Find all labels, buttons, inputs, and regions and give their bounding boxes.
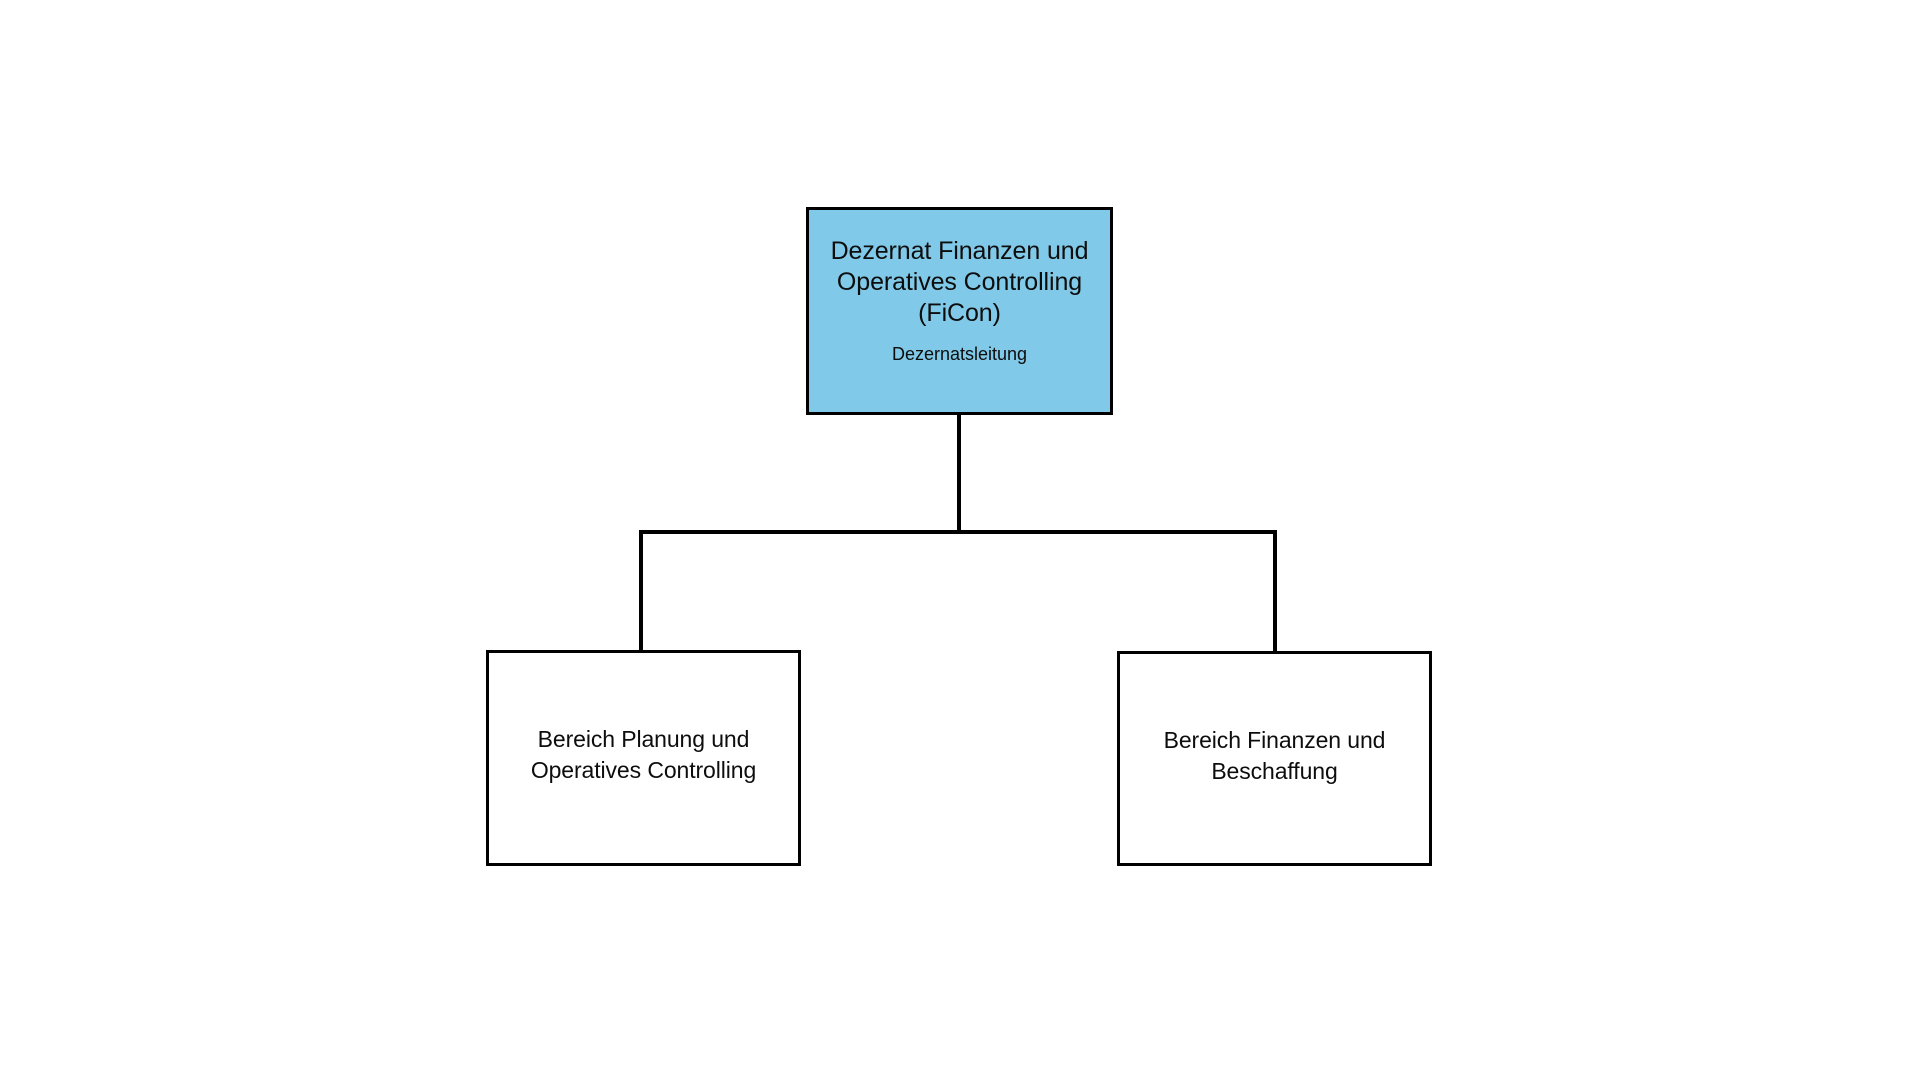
connector-horizontal-bar — [639, 530, 1277, 534]
org-node-child-title: Bereich Planung und Operatives Controlli… — [530, 726, 757, 783]
org-node-child-finanzen-beschaffung[interactable]: Bereich Finanzen und Beschaffung — [1117, 651, 1432, 866]
org-node-root[interactable]: Dezernat Finanzen und Operatives Control… — [806, 207, 1113, 415]
org-node-child-planung-controlling[interactable]: Bereich Planung und Operatives Controlli… — [486, 650, 801, 866]
connector-drop-right — [1273, 530, 1277, 652]
connector-drop-left — [639, 530, 643, 652]
org-node-root-title: Dezernat Finanzen und Operatives Control… — [830, 237, 1089, 327]
org-node-child-title: Bereich Finanzen und Beschaffung — [1163, 726, 1386, 784]
connector-root-stem — [957, 414, 961, 534]
org-node-root-subtitle: Dezernatsleitung — [891, 344, 1028, 364]
